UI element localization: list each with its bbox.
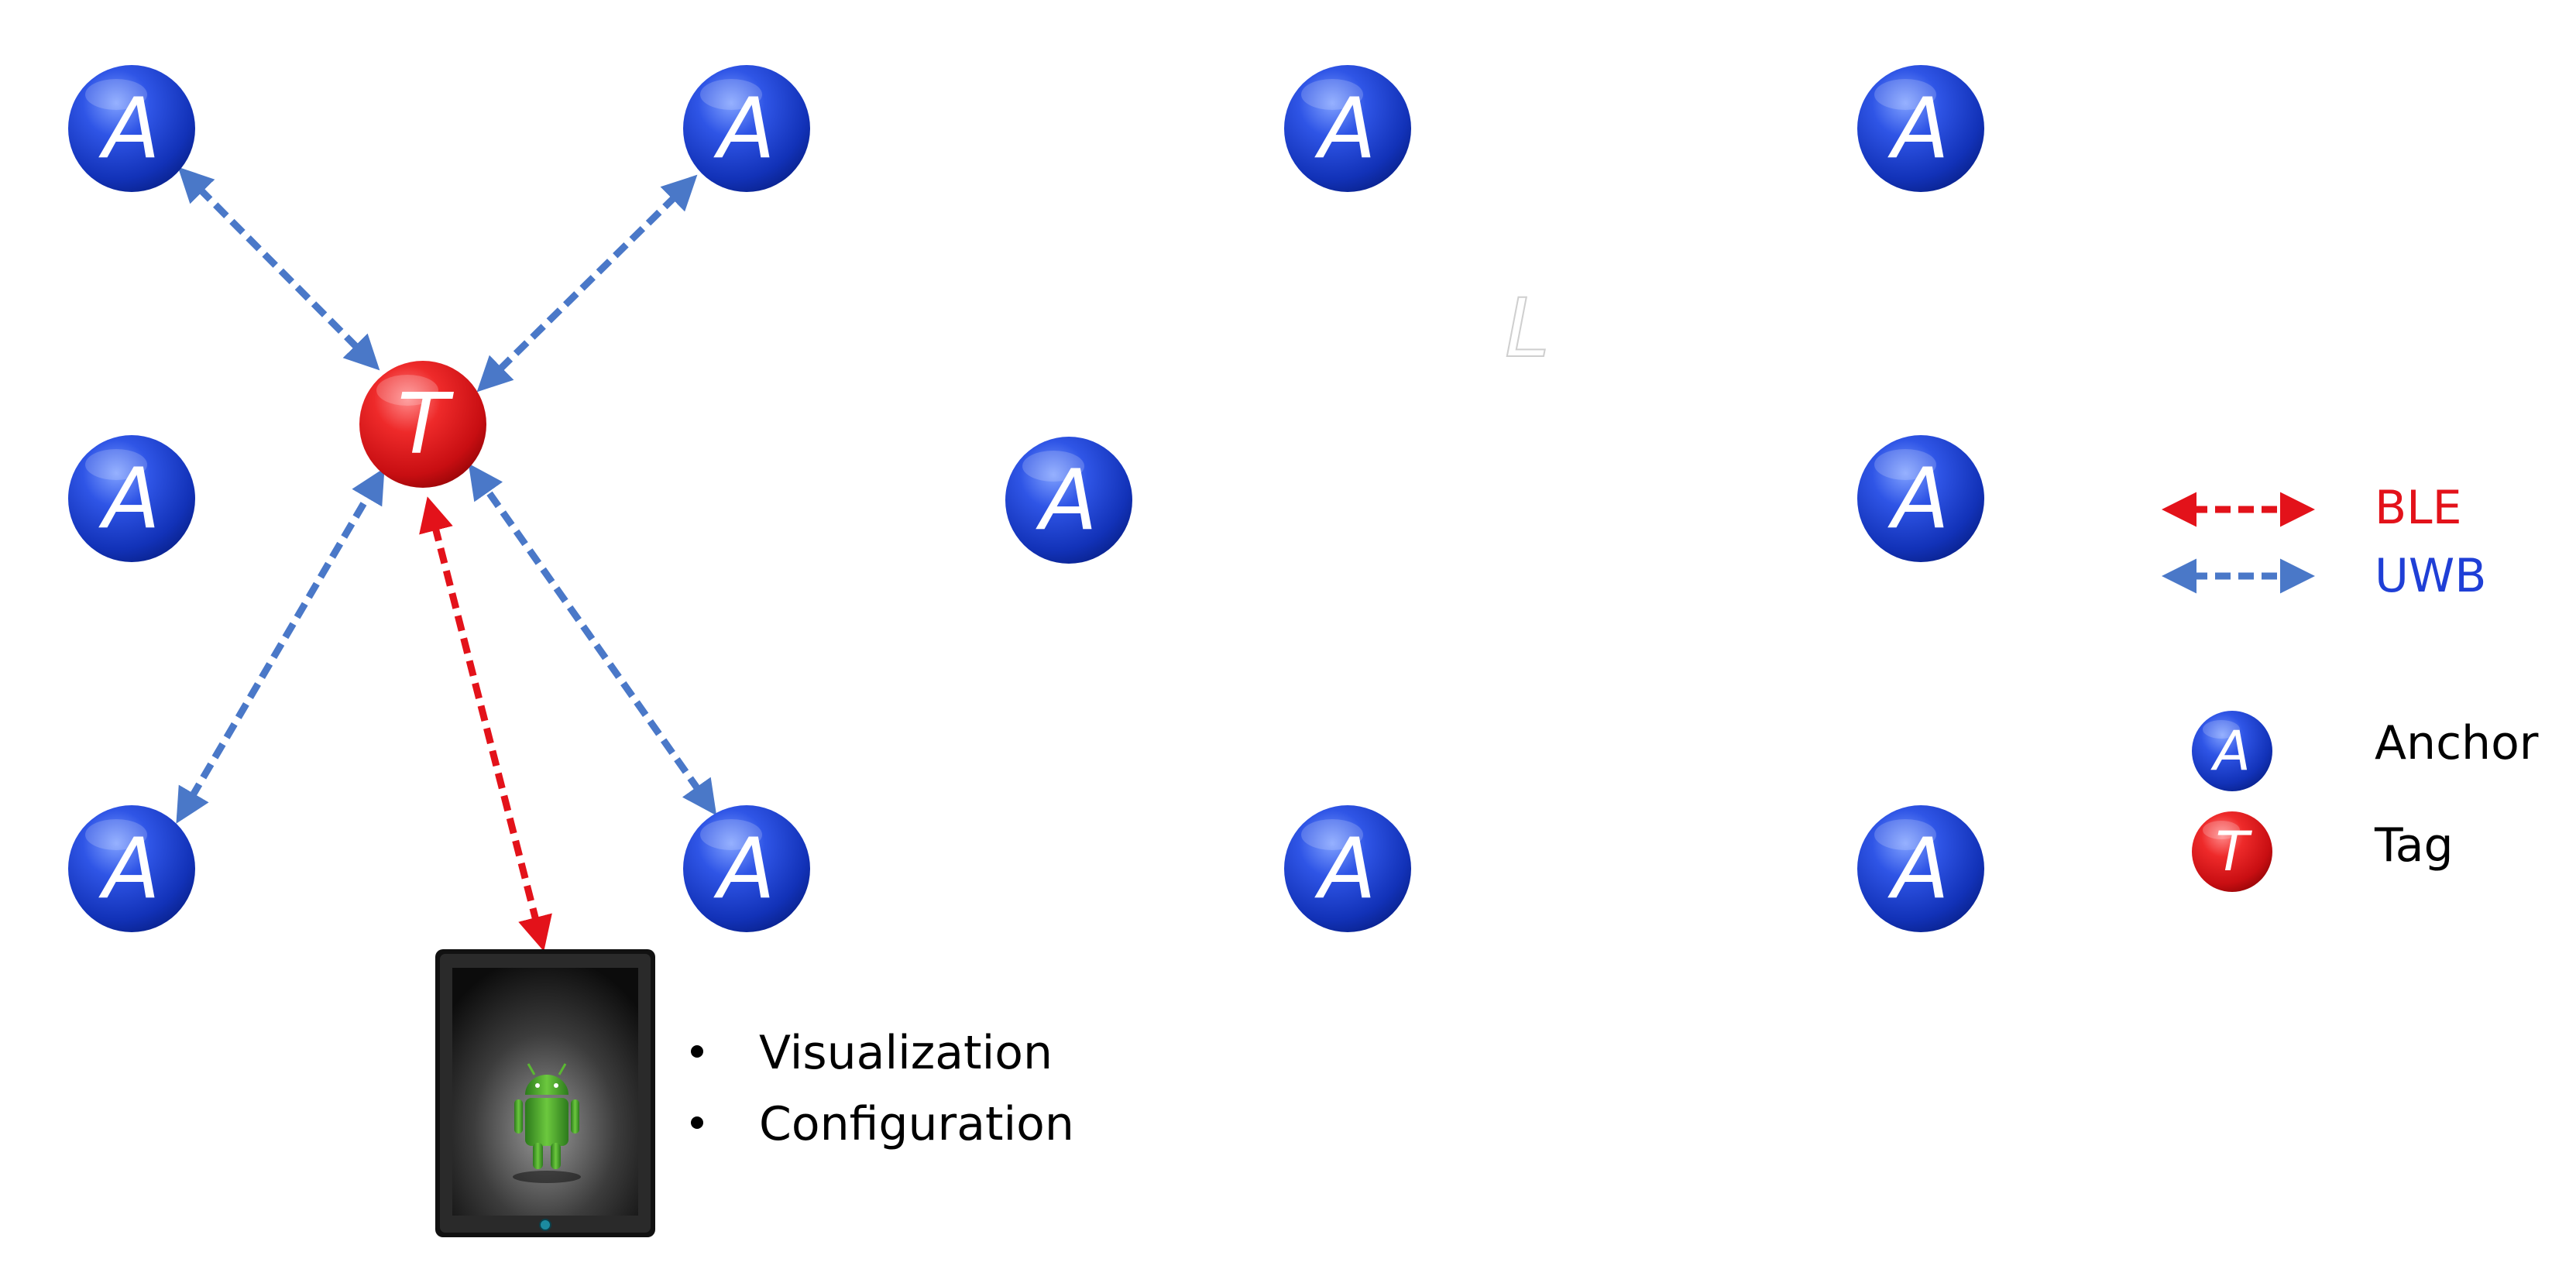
anchor-letter: A <box>1887 821 1949 917</box>
anchor-letter: A <box>1036 452 1097 549</box>
legend-tag-icon: T <box>2192 811 2272 892</box>
uwb-link-bottom-right <box>468 463 717 816</box>
anchor-node-2: A <box>683 65 810 192</box>
uwb-link-top-left <box>177 166 380 371</box>
bullet-dot <box>691 1045 703 1058</box>
uwb-links <box>176 166 717 824</box>
uwb-link-top-right <box>476 174 698 393</box>
anchor-node-4: A <box>1857 65 1984 192</box>
bullet-visualization: Visualization <box>759 1026 1053 1080</box>
tag-node: T <box>359 361 486 488</box>
anchor-letter: A <box>98 81 160 177</box>
anchor-letter: A <box>1314 81 1376 177</box>
anchor-letter: A <box>1887 451 1949 547</box>
legend: BLE UWB A Anchor T Tag <box>2162 481 2539 892</box>
tag-letter: T <box>397 376 454 473</box>
legend-anchor-icon: A <box>2192 711 2272 791</box>
anchor-letter: A <box>98 451 160 547</box>
anchor-node-5: A <box>68 435 195 562</box>
bullet-configuration: Configuration <box>759 1097 1074 1151</box>
device-feature-list: Visualization Configuration <box>691 1026 1074 1151</box>
anchor-letter: A <box>1314 821 1376 917</box>
anchor-letter: A <box>2210 719 2251 783</box>
anchor-letter: A <box>713 821 775 917</box>
anchor-node-10: A <box>1284 805 1411 932</box>
legend-uwb-label: UWB <box>2375 549 2486 603</box>
uwb-link-bottom-left <box>176 468 385 824</box>
ble-link <box>419 496 552 952</box>
anchor-letter: A <box>1887 81 1949 177</box>
legend-anchor-label: Anchor <box>2375 716 2539 770</box>
legend-ble-label: BLE <box>2375 481 2462 535</box>
anchor-node-11: A <box>1857 805 1984 932</box>
tablet-device <box>435 949 655 1237</box>
center-mark: L <box>1505 281 1550 376</box>
anchor-node-7: A <box>1857 435 1984 562</box>
android-icon <box>513 1063 581 1183</box>
legend-tag-label: Tag <box>2374 818 2454 873</box>
bullet-dot <box>691 1116 703 1129</box>
anchor-node-6: A <box>1005 437 1132 564</box>
anchor-node-8: A <box>68 805 195 932</box>
anchor-node-3: A <box>1284 65 1411 192</box>
anchor-node-1: A <box>68 65 195 192</box>
anchor-letter: A <box>713 81 775 177</box>
tag-letter: T <box>2216 820 2253 883</box>
anchor-node-9: A <box>683 805 810 932</box>
anchor-letter: A <box>98 821 160 917</box>
